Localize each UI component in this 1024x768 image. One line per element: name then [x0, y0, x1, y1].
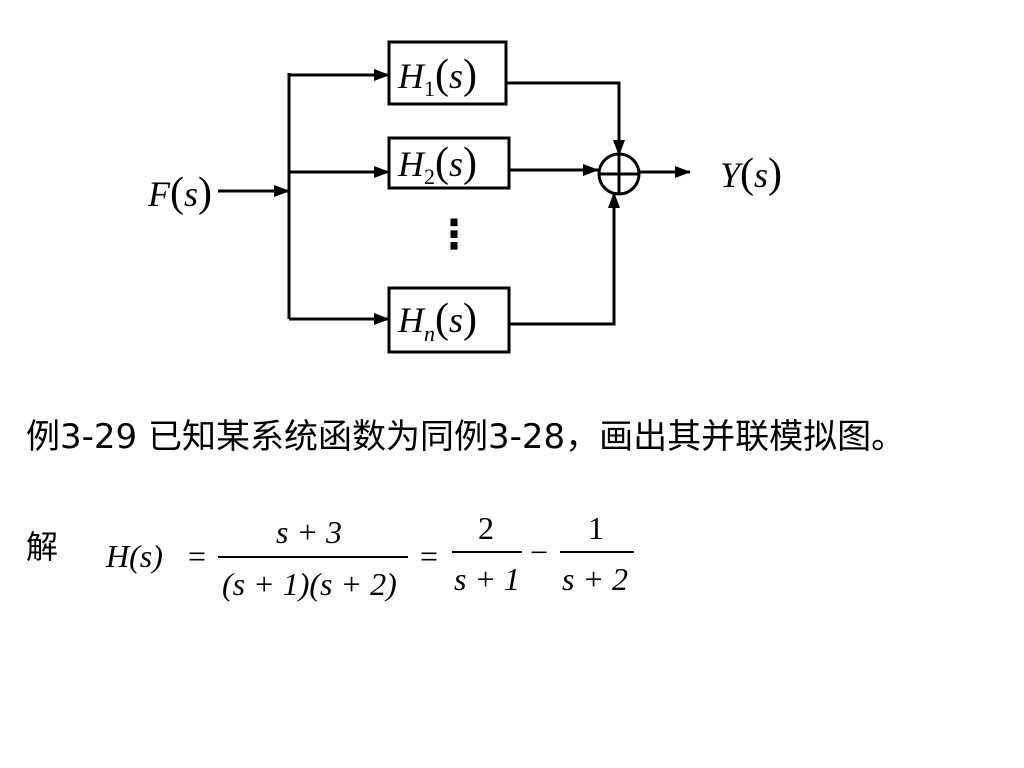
fraction-1-denominator: (s + 1)(s + 2): [222, 566, 397, 602]
fraction-1-bar: [218, 556, 408, 558]
input-label: F(s): [147, 170, 212, 216]
fraction-2-numerator: 2: [478, 510, 494, 546]
equation-equals-2: =: [420, 538, 439, 574]
fraction-1-numerator: s + 3: [276, 514, 343, 550]
fraction-2-denominator: s + 1: [454, 561, 521, 597]
fraction-2-bar: [452, 551, 522, 553]
block-h1-label: H1(s): [397, 52, 477, 101]
fraction-3-bar: [560, 551, 634, 553]
output-label: Y(s): [720, 151, 782, 197]
parallel-simulation-diagram: F(s) H1(s) H2(s) Hn(s) ⋮ Y(s): [147, 40, 782, 354]
equation-equals-1: =: [188, 538, 207, 574]
ellipsis: ⋮: [434, 212, 474, 258]
connector-hn-sum: [509, 192, 620, 326]
fraction-3-denominator: s + 2: [562, 561, 629, 597]
block-hn-label: Hn(s): [397, 296, 477, 346]
block-h1: [387, 40, 508, 106]
fraction-3-numerator: 1: [588, 510, 604, 546]
block-h2-label: H2(s): [397, 140, 477, 189]
block-h2: [387, 136, 511, 190]
example-statement: 例3-29 已知某系统函数为同例3-28，画出其并联模拟图。: [26, 417, 906, 457]
block-hn: [387, 286, 511, 354]
solution-label: 解: [26, 528, 59, 566]
equation-lhs: H(s): [106, 538, 163, 574]
connector-h1-sum: [506, 81, 625, 156]
equation-minus: −: [530, 534, 549, 570]
